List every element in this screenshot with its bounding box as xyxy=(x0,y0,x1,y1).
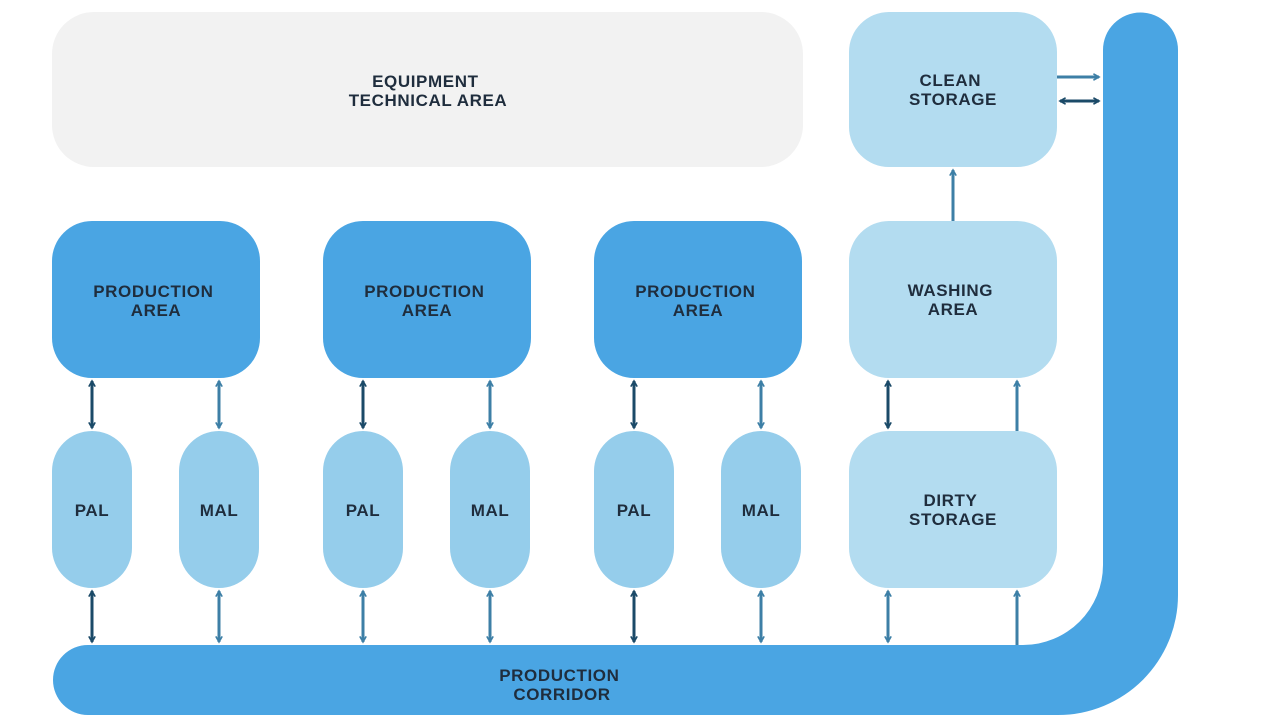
equipment-technical-area xyxy=(52,12,803,167)
pal-airlock-1 xyxy=(52,431,132,588)
production-area-3 xyxy=(594,221,802,378)
clean-storage-label: CLEAN STORAGE xyxy=(909,71,997,109)
pal-airlock-2 xyxy=(323,431,403,588)
equipment-technical-area-label: EQUIPMENT TECHNICAL AREA xyxy=(349,72,508,110)
production-area-1-label: PRODUCTION AREA xyxy=(93,282,219,320)
pal-airlock-1-label: PAL xyxy=(75,501,110,520)
mal-airlock-2-label: MAL xyxy=(471,501,510,520)
production-area-2 xyxy=(323,221,531,378)
mal-airlock-2 xyxy=(450,431,530,588)
dirty-storage-label: DIRTY STORAGE xyxy=(909,491,997,529)
washing-area-label: WASHING AREA xyxy=(908,281,999,319)
mal-airlock-3 xyxy=(721,431,801,588)
dirty-storage xyxy=(849,431,1057,588)
washing-area xyxy=(849,221,1057,378)
pal-airlock-3-label: PAL xyxy=(617,501,652,520)
production-area-3-label: PRODUCTION AREA xyxy=(635,282,761,320)
mal-airlock-1-label: MAL xyxy=(200,501,239,520)
production-area-2-label: PRODUCTION AREA xyxy=(364,282,490,320)
clean-storage xyxy=(849,12,1057,167)
pal-airlock-2-label: PAL xyxy=(346,501,381,520)
pal-airlock-3 xyxy=(594,431,674,588)
production-area-1 xyxy=(52,221,260,378)
production-corridor xyxy=(53,12,1178,716)
production-corridor-label: PRODUCTION CORRIDOR xyxy=(499,666,625,704)
mal-airlock-1 xyxy=(179,431,259,588)
mal-airlock-3-label: MAL xyxy=(742,501,781,520)
